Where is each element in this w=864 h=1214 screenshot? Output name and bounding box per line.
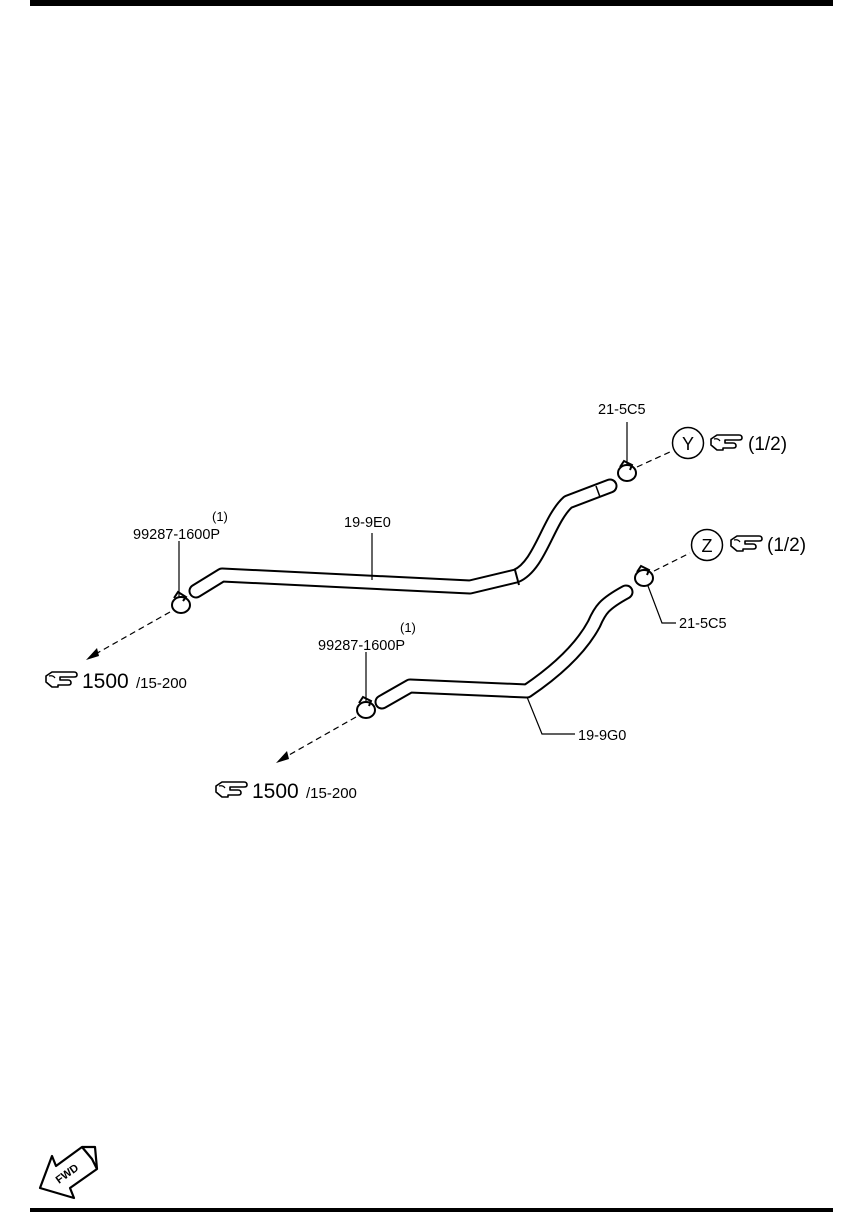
part-19-9G0: 19-9G0 xyxy=(578,728,626,744)
part-21-5C5-lower: 21-5C5 xyxy=(679,616,727,632)
ref-section-upper: /15-200 xyxy=(136,675,187,692)
hose-19-9G0[interactable] xyxy=(374,584,634,710)
callout-marker-z: Z xyxy=(702,536,713,556)
ref-page-y: (1/2) xyxy=(748,434,787,455)
flow-leader-upper-right xyxy=(636,450,673,468)
arrow-head-lower-left xyxy=(276,751,289,763)
qty-upper: (1) xyxy=(212,509,228,524)
hose-19-9E0[interactable] xyxy=(188,478,618,599)
clamp-upper-left[interactable] xyxy=(171,590,191,614)
part-99287-lower: 99287-1600P xyxy=(318,638,405,654)
pointing-hand-icon xyxy=(710,434,743,451)
ref-left-upper[interactable]: 1500 /15-200 xyxy=(45,670,187,693)
fwd-arrow-icon: FWD xyxy=(38,1145,99,1200)
callout-circle-z xyxy=(690,528,724,562)
callout-marker-y: Y xyxy=(682,434,694,454)
ref-right-lower[interactable]: Z (1/2) xyxy=(690,528,807,562)
ref-section-lower: /15-200 xyxy=(306,785,357,802)
pointing-hand-icon xyxy=(730,535,763,552)
leader-19-9G0 xyxy=(526,696,575,735)
flow-leader-lower-right xyxy=(653,552,691,572)
qty-lower: (1) xyxy=(400,620,416,635)
ref-page-upper: 1500 xyxy=(82,670,129,693)
ref-page-z: (1/2) xyxy=(767,535,806,556)
clamp-lower-right[interactable] xyxy=(634,564,654,587)
ref-left-lower[interactable]: 1500 /15-200 xyxy=(215,780,357,803)
callout-circle-y xyxy=(671,426,705,460)
hose-joint-mark xyxy=(514,569,520,586)
part-19-9E0: 19-9E0 xyxy=(344,515,391,531)
bottom-rule xyxy=(30,1208,833,1212)
part-99287-upper: 99287-1600P xyxy=(133,527,220,543)
clamp-upper-right[interactable] xyxy=(617,459,637,482)
part-21-5C5-upper: 21-5C5 xyxy=(598,402,646,418)
clamp-lower-left[interactable] xyxy=(356,695,376,719)
ref-right-upper[interactable]: Y (1/2) xyxy=(671,426,788,460)
top-rule xyxy=(30,0,833,6)
flow-leader-lower-left xyxy=(281,716,357,760)
arrow-head-upper-left xyxy=(86,648,99,660)
pointing-hand-icon xyxy=(45,671,78,688)
pointing-hand-icon xyxy=(215,781,248,798)
flow-leader-upper-left xyxy=(91,611,171,657)
ref-page-lower: 1500 xyxy=(252,780,299,803)
leader-21-5C5-lower xyxy=(647,585,676,624)
